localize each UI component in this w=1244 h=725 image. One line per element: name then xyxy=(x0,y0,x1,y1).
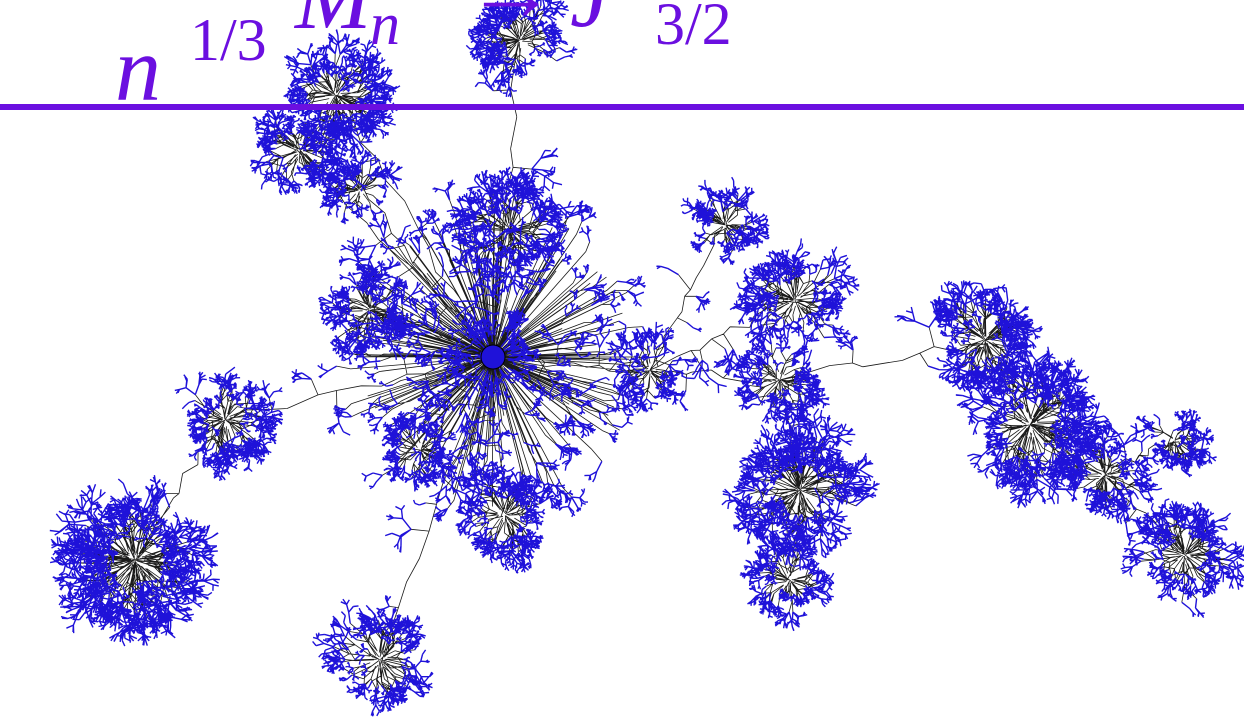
formula-arrow: → xyxy=(465,0,557,40)
formula-M: M xyxy=(293,0,376,48)
formula-M-subscript: n xyxy=(370,0,400,57)
formula-J-subscript: 3/2 xyxy=(655,0,732,57)
formula-n: n xyxy=(115,18,161,110)
tree-leaf-paths xyxy=(49,0,1244,717)
central-hub-node xyxy=(480,344,506,370)
formula-rule xyxy=(0,104,1244,110)
formula-exponent: 1/3 xyxy=(190,7,267,73)
formula-J: J xyxy=(570,0,615,46)
tree-leaves xyxy=(49,0,1244,717)
formula-header: n 1/3 M n → J 3/2 xyxy=(0,0,1244,110)
